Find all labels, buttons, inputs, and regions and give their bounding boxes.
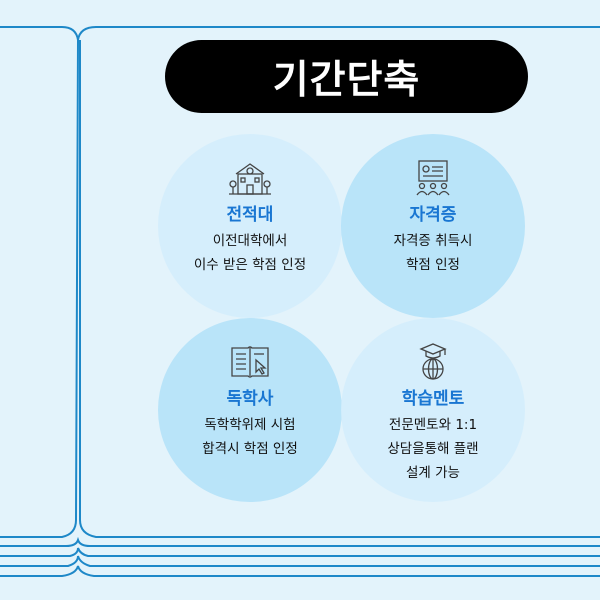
card-title: 학습멘토 xyxy=(401,389,465,409)
card-line: 이전대학에서 xyxy=(212,233,288,249)
card-title: 독학사 xyxy=(226,389,274,409)
certificate-people-icon xyxy=(416,160,450,196)
title-pill: 기간단축 xyxy=(165,40,528,113)
card-transfer-credit: 전적대 이전대학에서 이수 받은 학점 인정 xyxy=(158,134,342,318)
card-line: 이수 받은 학점 인정 xyxy=(193,257,307,273)
card-line: 설계 가능 xyxy=(406,465,460,481)
card-self-study: 독학사 독학학위제 시험 합격시 학점 인정 xyxy=(158,318,342,502)
card-mentor: 학습멘토 전문멘토와 1:1 상담을통해 플랜 설계 가능 xyxy=(341,318,525,502)
card-line: 독학학위제 시험 xyxy=(204,417,296,433)
open-book-cursor-icon xyxy=(231,346,269,378)
card-title: 자격증 xyxy=(409,205,457,225)
card-title: 전적대 xyxy=(226,205,274,225)
card-line: 전문멘토와 1:1 xyxy=(388,417,478,433)
graduation-globe-icon xyxy=(419,343,447,380)
school-building-icon xyxy=(229,163,271,195)
card-description: 이전대학에서 이수 받은 학점 인정 xyxy=(194,229,306,277)
card-line: 상담을통해 플랜 xyxy=(387,441,479,457)
card-certificate: 자격증 자격증 취득시 학점 인정 xyxy=(341,134,525,318)
card-line: 자격증 취득시 xyxy=(393,233,473,249)
card-line: 학점 인정 xyxy=(406,257,460,273)
page-title: 기간단축 xyxy=(272,57,421,103)
card-description: 전문멘토와 1:1 상담을통해 플랜 설계 가능 xyxy=(387,413,478,485)
card-description: 자격증 취득시 학점 인정 xyxy=(394,229,473,277)
card-description: 독학학위제 시험 합격시 학점 인정 xyxy=(202,413,298,461)
card-line: 합격시 학점 인정 xyxy=(202,441,298,457)
